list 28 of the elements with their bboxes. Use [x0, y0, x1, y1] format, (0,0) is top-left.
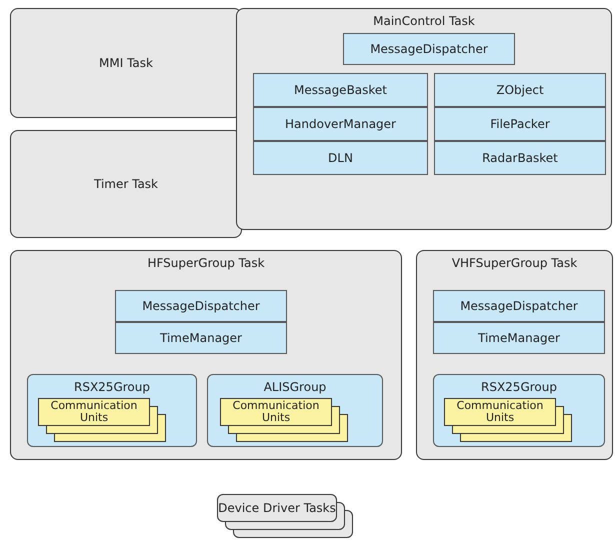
communication-unit-card: Communication Units [444, 398, 556, 426]
panel-title: RSX25Group [481, 380, 557, 394]
component-box: TimeManager [433, 322, 605, 354]
component-box: MessageBasket [253, 73, 428, 107]
communication-unit-card: Communication Units [220, 398, 332, 426]
component-box: MessageDispatcher [433, 290, 605, 322]
task-panel [10, 250, 402, 460]
task-panel [416, 250, 613, 460]
panel-title: RSX25Group [74, 380, 150, 394]
panel-title: VHFSuperGroup Task [452, 256, 578, 270]
component-box: DLN [253, 141, 428, 175]
panel-title: HFSuperGroup Task [147, 256, 265, 270]
component-box: FilePacker [434, 107, 606, 141]
group-panel [433, 374, 605, 447]
communication-unit-card: Communication Units [38, 398, 150, 426]
component-box: HandoverManager [253, 107, 428, 141]
component-box: RadarBasket [434, 141, 606, 175]
panel-title: ALISGroup [264, 380, 326, 394]
component-box: TimeManager [115, 322, 287, 354]
task-box: Timer Task [10, 130, 242, 238]
component-box: ZObject [434, 73, 606, 107]
group-panel [207, 374, 383, 447]
component-box: MessageDispatcher [343, 33, 515, 65]
task-card: Device Driver Tasks [217, 494, 337, 522]
component-box: MessageDispatcher [115, 290, 287, 322]
group-panel [27, 374, 197, 447]
task-panel [236, 8, 612, 230]
panel-title: MainControl Task [373, 14, 475, 28]
